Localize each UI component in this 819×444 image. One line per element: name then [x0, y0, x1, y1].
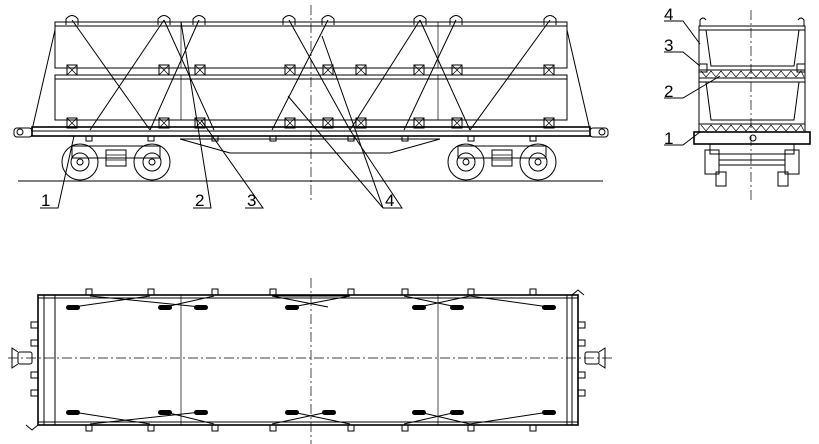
top-lifting-loops [65, 15, 557, 25]
plan-right-coupler [584, 347, 606, 369]
securing-wires [31, 19, 591, 131]
end-callout-2: 2 [664, 82, 673, 101]
right-coupler [589, 127, 609, 138]
plan-end-brackets [30, 321, 586, 397]
end-car-body [693, 131, 811, 145]
side-callout-3: 3 [247, 191, 256, 210]
stake-pockets [85, 135, 537, 142]
end-leader-lines [664, 20, 721, 146]
side-callout-1: 1 [41, 191, 50, 210]
end-callout-1: 1 [664, 129, 673, 148]
plan-view [8, 278, 612, 444]
end-callout-3: 3 [664, 36, 673, 55]
left-bogie [61, 143, 171, 181]
plan-stake-pockets [85, 288, 537, 432]
end-callout-4: 4 [664, 5, 673, 24]
plan-securing-wires [72, 295, 550, 425]
side-leader-lines [40, 21, 403, 209]
right-bogie [447, 143, 557, 181]
side-view: 1 2 3 4 [13, 5, 609, 210]
upper-spacer-blocks [66, 64, 555, 76]
fishbelly-side-sill [179, 138, 441, 154]
end-upper-package [698, 25, 806, 71]
plan-deck-outline [37, 294, 579, 426]
side-callout-4: 4 [385, 191, 394, 210]
plan-left-coupler [11, 347, 33, 369]
end-lower-package [698, 77, 806, 125]
left-coupler [13, 127, 33, 138]
end-view: 4 3 2 1 [664, 5, 811, 200]
side-callout-2: 2 [195, 191, 204, 210]
